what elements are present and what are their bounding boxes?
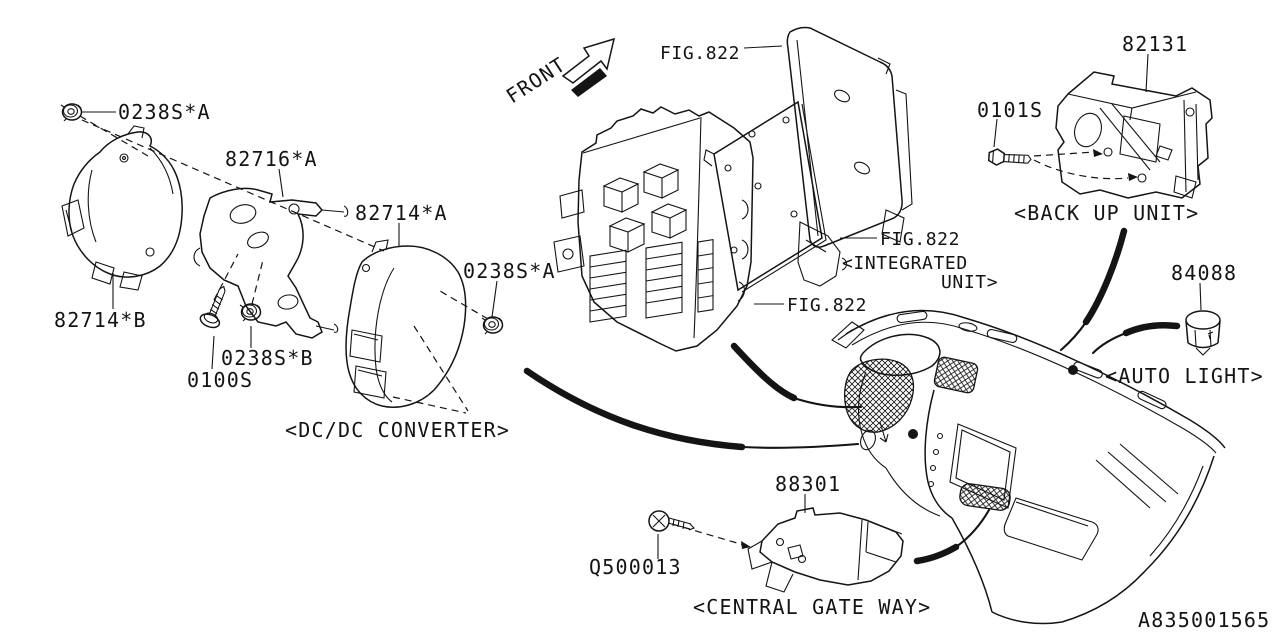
fig-ref-plate: FIG.822 xyxy=(660,43,740,64)
nut-0238s-a-right-icon xyxy=(481,316,504,335)
part-label-q500013: Q500013 xyxy=(589,555,682,579)
assembly-dashed-lines-left xyxy=(79,115,489,414)
part-label-module-a: 82714*A xyxy=(355,201,448,225)
screw-0100s-icon xyxy=(199,285,226,329)
part-label-screw-0100s: 0100S xyxy=(187,368,253,392)
dcdc-module-a-drawing xyxy=(345,239,467,408)
screw-q500013-icon xyxy=(648,510,695,532)
part-label-nut-b: 0238S*B xyxy=(221,346,314,370)
part-label-88301: 88301 xyxy=(775,472,841,496)
autolight-sensor-drawing xyxy=(1185,310,1221,356)
fig-ref-fusebox: FIG.822 xyxy=(787,295,867,316)
dcdc-bracket-drawing xyxy=(193,187,349,339)
caption-auto-light: <AUTO LIGHT> xyxy=(1105,364,1264,388)
dcdc-module-b-drawing xyxy=(61,125,183,291)
part-label-module-b: 82714*B xyxy=(54,308,147,332)
part-label-0101s: 0101S xyxy=(977,98,1043,122)
mounting-plate-drawing xyxy=(703,100,848,293)
nut-0238s-a-top-icon xyxy=(60,103,83,122)
part-label-82131: 82131 xyxy=(1122,32,1188,56)
ecu-module-drawing xyxy=(786,26,913,248)
diagram-id: A835001565 xyxy=(1138,608,1270,632)
gateway-dashed-line xyxy=(671,523,745,546)
front-direction-arrow xyxy=(561,37,616,97)
gateway-module-drawing xyxy=(747,507,904,593)
backup-dashed-lines xyxy=(1033,149,1138,181)
dashboard-drawing xyxy=(831,309,1226,625)
caption-integrated-line1: <INTEGRATED xyxy=(842,253,968,274)
part-label-nut-right: 0238S*A xyxy=(463,259,556,283)
front-label: FRONT xyxy=(502,52,571,108)
backup-unit-drawing xyxy=(1055,71,1213,199)
fuse-box-drawing xyxy=(553,106,754,352)
part-label-nut-top: 0238S*A xyxy=(118,100,211,124)
location-dot-left xyxy=(908,429,918,439)
locator-arcs xyxy=(523,227,1181,565)
leader-lines xyxy=(82,45,1202,559)
screw-0101s-icon xyxy=(987,148,1032,166)
gateway-dash-arrow xyxy=(741,541,751,549)
caption-dcdc-converter: <DC/DC CONVERTER> xyxy=(285,418,510,442)
part-label-bracket: 82716*A xyxy=(225,147,318,171)
caption-integrated-line2: UNIT> xyxy=(941,272,998,293)
location-dot-autolight xyxy=(1068,365,1078,375)
caption-backup-unit: <BACK UP UNIT> xyxy=(1014,201,1199,225)
part-label-84088: 84088 xyxy=(1171,261,1237,285)
fig-ref-unit: FIG.822 xyxy=(880,229,960,250)
caption-central-gateway: <CENTRAL GATE WAY> xyxy=(693,595,931,619)
